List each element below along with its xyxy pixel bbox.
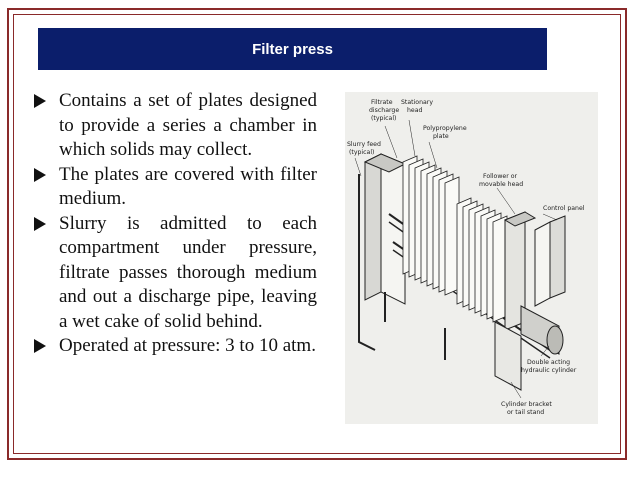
bullet-text: Slurry is admitted to each compartment u… (59, 212, 317, 332)
arrow-bullet-icon (34, 339, 46, 353)
label-movable-head: Follower or (483, 173, 518, 180)
slide-title-bar: Filter press (38, 28, 547, 70)
bullet-item: Contains a set of plates designed to pro… (34, 89, 317, 163)
label-filtrate-discharge: (typical) (371, 115, 396, 122)
arrow-bullet-icon (34, 94, 46, 108)
bullet-item: Slurry is admitted to each compartment u… (34, 212, 317, 335)
bullet-text: Contains a set of plates designed to pro… (59, 90, 317, 160)
label-filtrate-discharge: discharge (369, 107, 399, 114)
label-slurry-feed: (typical) (349, 149, 374, 156)
label-cylinder-bracket: Cylinder bracket (501, 401, 552, 408)
bullet-text: Operated at pressure: 3 to 10 atm. (59, 335, 316, 356)
label-control-panel: Control panel (543, 205, 585, 212)
bullet-item: Operated at pressure: 3 to 10 atm. (34, 334, 317, 359)
slide-frame-outer (7, 8, 627, 460)
label-hydraulic-cylinder: hydraulic cylinder (521, 367, 577, 374)
label-polypropylene-plate: Polypropylene (423, 125, 467, 132)
bullet-list: Contains a set of plates designed to pro… (34, 89, 317, 359)
label-polypropylene-plate: plate (433, 133, 449, 140)
slide-frame-inner (13, 14, 621, 454)
label-filtrate-discharge: Filtrate (371, 99, 393, 106)
label-slurry-feed: Slurry feed (347, 141, 381, 148)
bullet-text: The plates are covered with filter mediu… (59, 163, 317, 210)
label-hydraulic-cylinder: Double acting (527, 359, 570, 366)
bullet-item: The plates are covered with filter mediu… (34, 163, 317, 212)
filter-press-diagram: Filtrate discharge (typical) Stationary … (345, 92, 598, 424)
label-stationary-head: head (407, 107, 423, 114)
label-cylinder-bracket: or tail stand (507, 409, 544, 416)
filter-press-drawing: Filtrate discharge (typical) Stationary … (345, 92, 598, 424)
label-movable-head: movable head (479, 181, 523, 188)
arrow-bullet-icon (34, 216, 46, 231)
slide-title: Filter press (252, 40, 333, 58)
label-stationary-head: Stationary (401, 99, 433, 106)
arrow-bullet-icon (34, 167, 46, 182)
